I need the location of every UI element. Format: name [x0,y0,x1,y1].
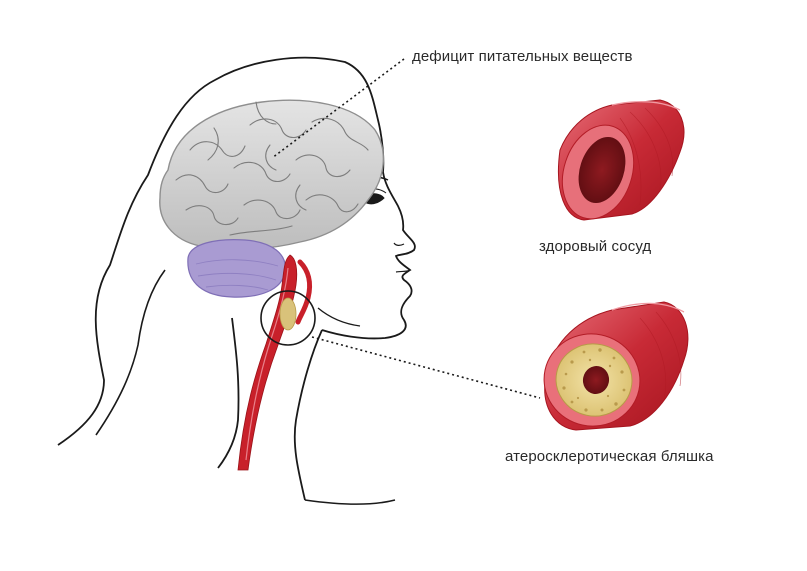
label-atherosclerotic-plaque: атеросклеротическая бляшка [505,448,714,465]
cerebellum-folds [195,259,279,291]
plaque-deposit-texture [562,348,626,412]
nostril [393,242,405,246]
healthy-vessel-illustration [557,99,685,221]
healthy-vessel-texture [619,107,674,206]
label-nutrient-deficit: дефицит питательных веществ [412,48,633,65]
pointer-line-plaque [311,336,541,399]
artery-branch [295,259,313,325]
plaque-vessel-far-rim [611,302,685,313]
brain-cerebellum [187,239,286,298]
plaque-vessel-lumen [582,366,610,394]
plaque-vessel-illustration [543,301,689,431]
neck-back-outline [217,317,240,469]
plaque-vessel-texture [639,311,682,401]
healthy-vessel-far-rim [611,101,681,111]
plaque-highlight-circle [260,290,316,346]
neck-front-outline [293,329,323,501]
chest-outline [304,499,396,505]
brain-gyri [175,101,369,236]
head-silhouette-outline [57,56,385,446]
hair-contour [95,269,166,436]
healthy-vessel-lumen [578,136,626,204]
artery-plaque [279,297,297,331]
label-healthy-vessel: здоровый сосуд [539,238,652,255]
jaw-line [317,307,361,327]
brain-cerebrum [159,99,385,251]
lips-line [395,269,411,273]
